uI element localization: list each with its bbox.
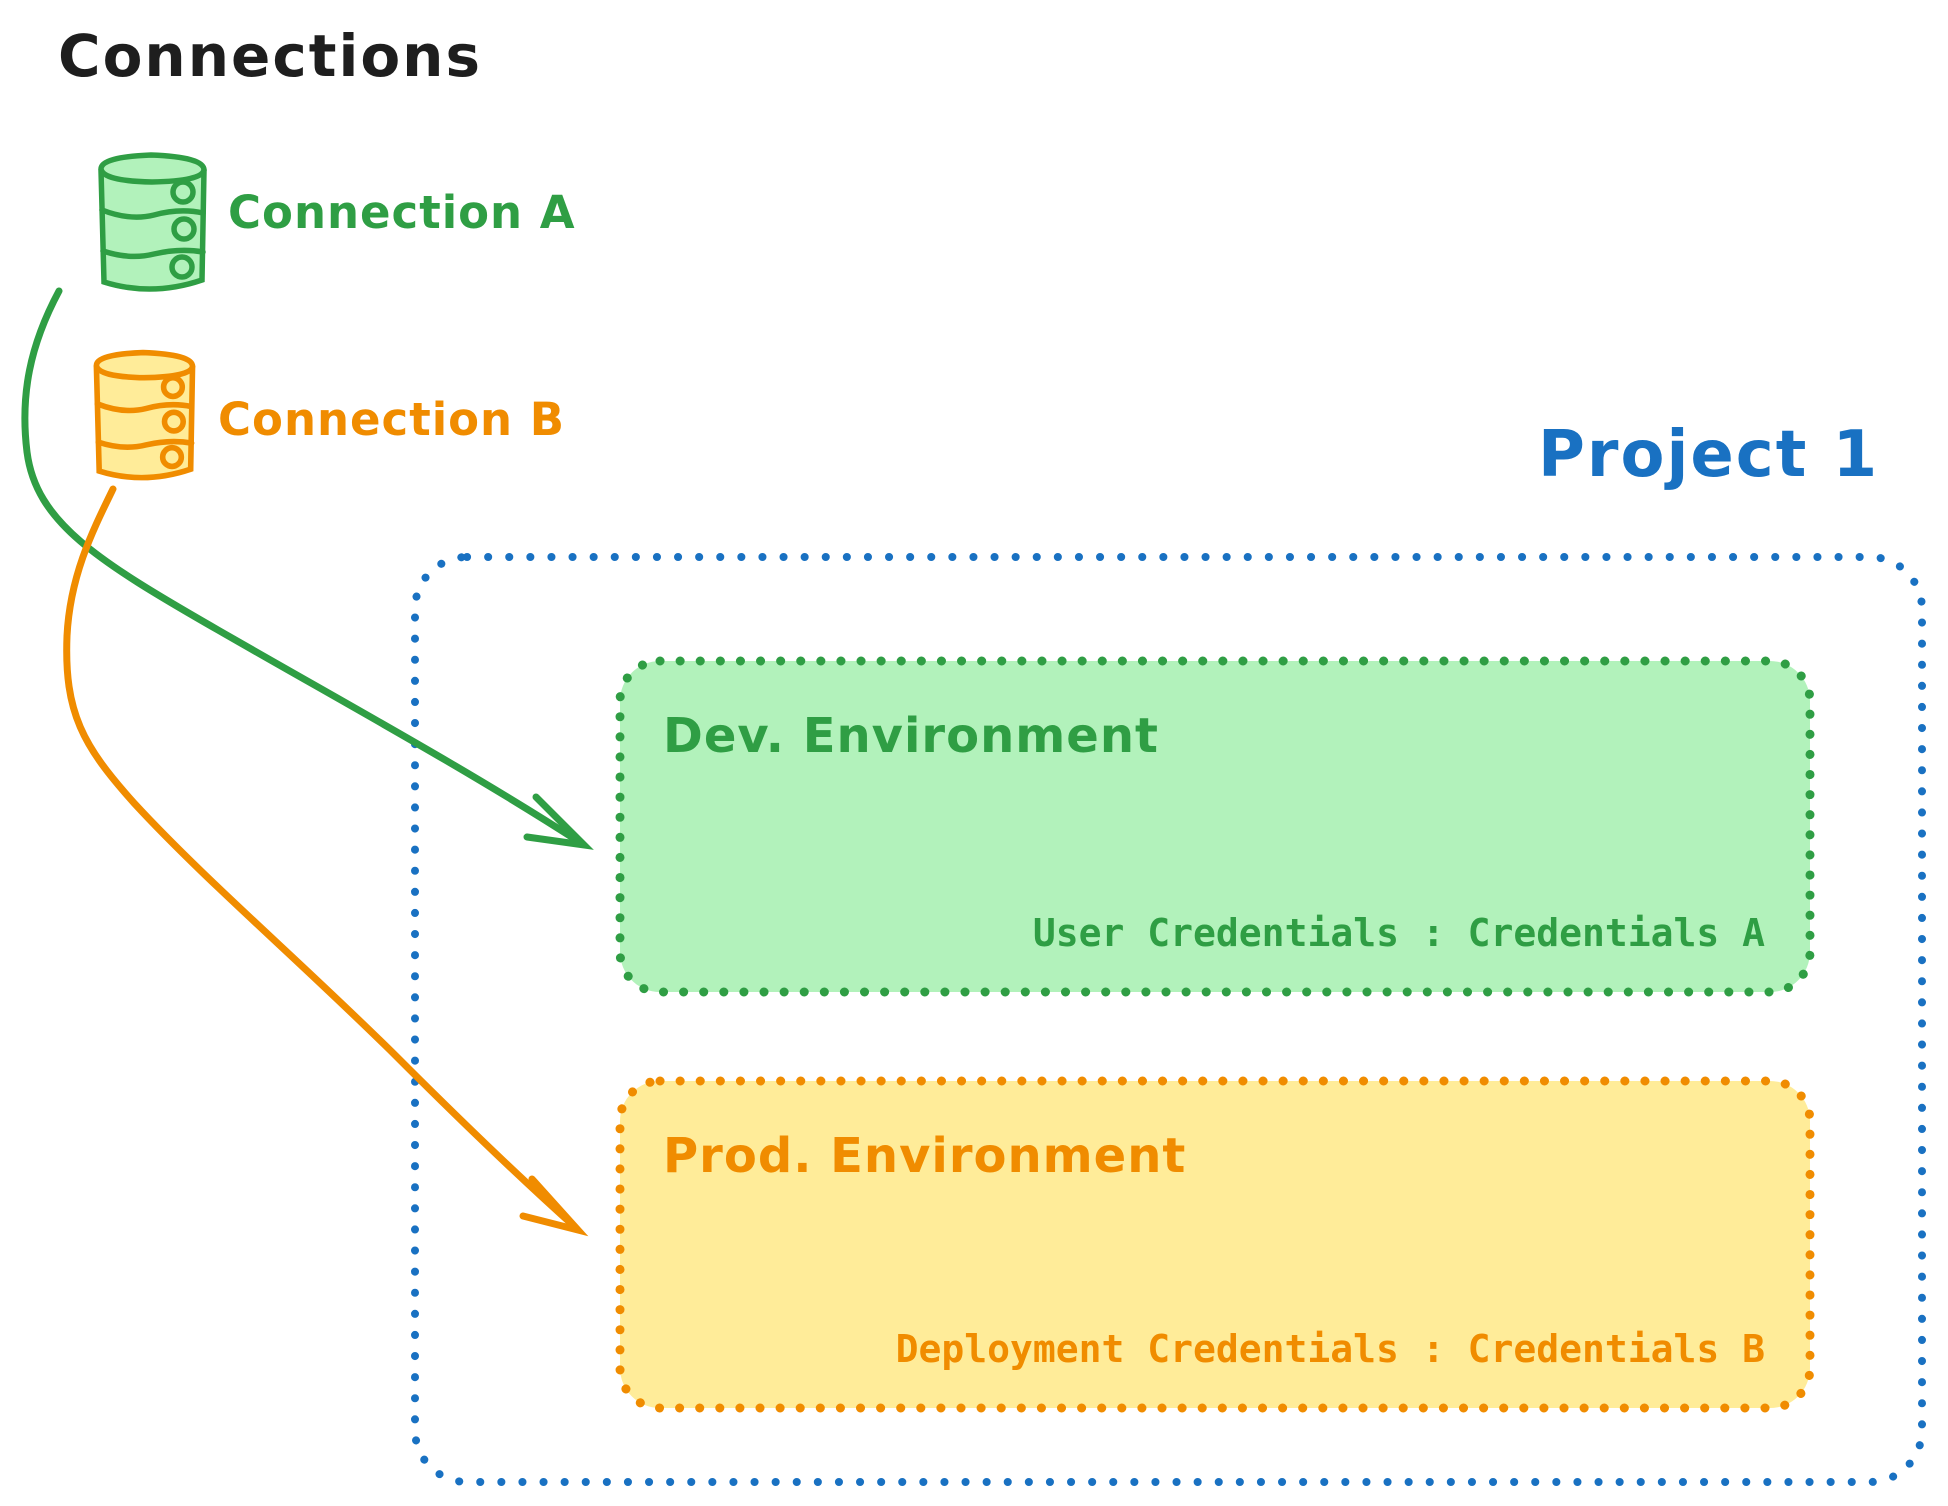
connections-title: Connections xyxy=(58,22,482,90)
prod-credentials-text: Deployment Credentials : Credentials B xyxy=(895,1327,1765,1371)
project-container: Dev. Environment User Credentials : Cred… xyxy=(410,552,1927,1487)
prod-environment-label: Prod. Environment xyxy=(663,1128,1187,1184)
database-icon xyxy=(92,148,212,302)
connection-b-label: Connection B xyxy=(218,393,566,446)
dev-environment-label: Dev. Environment xyxy=(663,708,1159,764)
connection-a-label: Connection A xyxy=(228,186,576,239)
dev-environment-box: Dev. Environment User Credentials : Cred… xyxy=(615,656,1815,997)
database-icon xyxy=(88,346,200,490)
database-icon-green xyxy=(98,152,207,292)
dev-credentials-text: User Credentials : Credentials A xyxy=(1032,911,1765,955)
prod-environment-box: Prod. Environment Deployment Credentials… xyxy=(615,1076,1815,1413)
dev-environment-border xyxy=(615,656,1815,997)
database-icon-orange xyxy=(93,349,196,481)
prod-environment-border xyxy=(615,1076,1815,1413)
project-title: Project 1 xyxy=(1538,418,1880,492)
